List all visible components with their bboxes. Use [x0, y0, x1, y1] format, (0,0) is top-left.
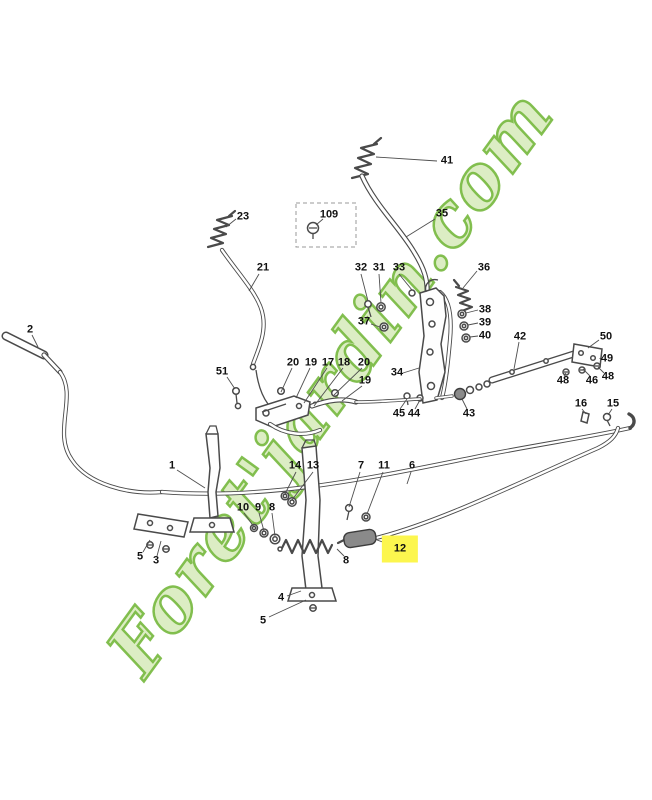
lever-17-18 — [255, 369, 323, 436]
plate-3-bolts-5 — [133, 513, 189, 553]
pins-15-16 — [580, 411, 612, 427]
detail-box-109 — [295, 202, 357, 248]
main-rod-6 — [159, 412, 636, 496]
control-rod-35 — [359, 173, 430, 297]
link-43-44-45 — [403, 380, 491, 406]
bolt-7-washer-11 — [344, 503, 371, 522]
spring-41 — [350, 136, 383, 180]
spring-8 — [277, 538, 346, 555]
spring-36 — [452, 278, 474, 313]
bolt-51 — [231, 386, 242, 410]
bracket-4 — [286, 439, 338, 612]
lower-rod — [373, 425, 621, 541]
washers-13-14 — [280, 491, 297, 507]
bolts-48-46-48 — [562, 362, 601, 376]
washer-stack-8-9-10 — [249, 523, 281, 545]
control-rod-21 — [219, 247, 266, 371]
spring-23 — [206, 209, 237, 249]
washers-38-39-40 — [457, 309, 471, 343]
bracket-1 — [189, 425, 235, 533]
bracket-34 — [418, 278, 453, 404]
leader-lines — [31, 156, 613, 618]
brake-handle-2 — [1, 331, 165, 495]
pin-12 — [343, 528, 377, 549]
bar-42 — [488, 348, 584, 384]
